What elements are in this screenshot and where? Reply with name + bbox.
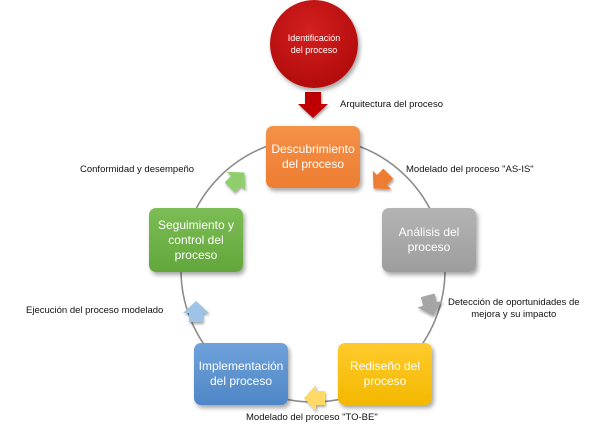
arrow-conformidad — [224, 171, 246, 193]
node-descubrimiento: Descubrimiento del proceso — [266, 126, 360, 188]
label-conformidad: Conformidad y desempeño — [80, 164, 195, 175]
node-analisis: Análisis del proceso — [382, 208, 476, 272]
arrow-to-be — [304, 385, 325, 411]
arrow-ejecucion — [183, 301, 209, 322]
node-rediseno: Rediseño del proceso — [338, 343, 432, 405]
node-implementacion: Implementación del proceso — [194, 343, 288, 405]
entry-arrow — [298, 92, 328, 118]
arrow-as-is — [372, 168, 394, 190]
label-deteccion: Detección de oportunidades de mejora y s… — [448, 297, 580, 320]
label-arquitectura: Arquitectura del proceso — [340, 99, 443, 110]
label-modelado-to-be: Modelado del proceso "TO-BE" — [246, 412, 378, 423]
label-modelado-as-is: Modelado del proceso "AS-IS" — [406, 164, 534, 175]
label-ejecucion: Ejecución del proceso modelado — [26, 305, 164, 316]
start-node-identificacion: Identificación del proceso — [270, 0, 358, 88]
arrow-deteccion — [417, 293, 443, 316]
node-seguimiento: Seguimiento y control del proceso — [149, 208, 243, 272]
